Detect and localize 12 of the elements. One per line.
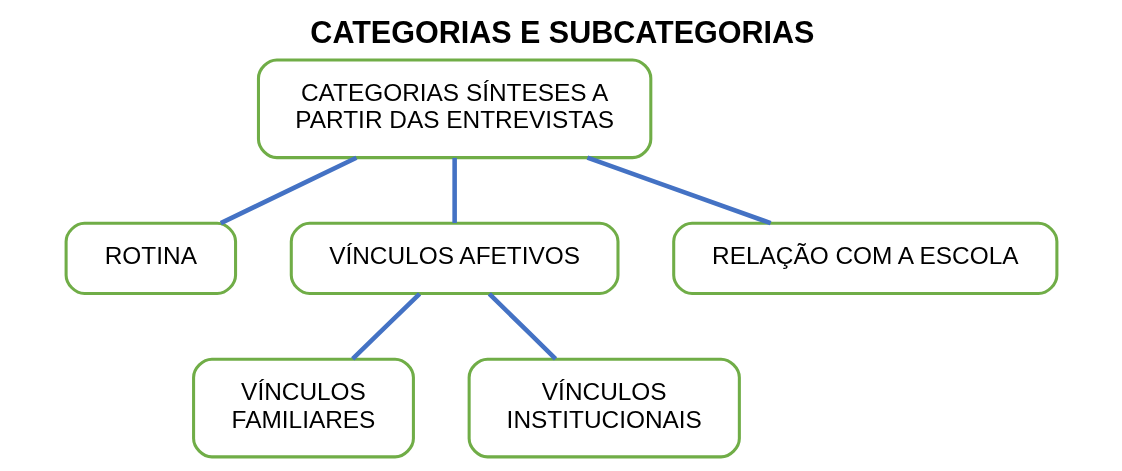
node-box: ROTINA <box>64 221 237 296</box>
node-box: VÍNCULOS AFETIVOS <box>289 221 619 296</box>
connector <box>219 155 357 226</box>
diagram-title: CATEGORIAS E SUBCATEGORIAS <box>309 15 814 50</box>
connector <box>487 292 557 361</box>
connector <box>451 157 457 223</box>
node-box: VÍNCULOS INSTITUCIONAIS <box>467 357 741 459</box>
connector <box>350 292 421 361</box>
node-box: VÍNCULOS FAMILIARES <box>191 357 415 459</box>
connector <box>586 155 771 226</box>
node-box: RELAÇÃO COM A ESCOLA <box>671 221 1058 296</box>
node-box: CATEGORIAS SÍNTESES A PARTIR DAS ENTREVISTAS <box>256 58 652 160</box>
